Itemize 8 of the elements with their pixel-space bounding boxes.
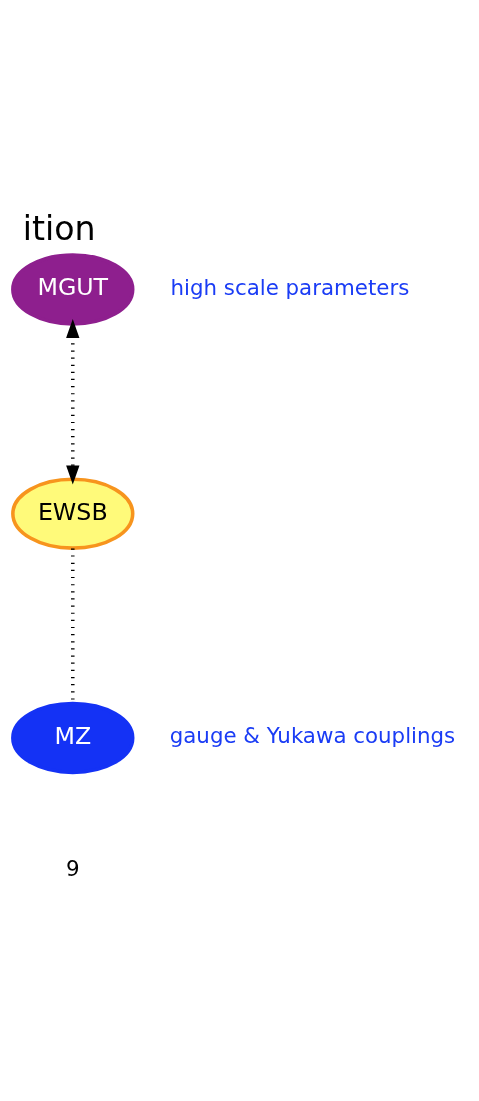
label: 9 [65, 856, 80, 882]
diagram-title: ition [22, 209, 96, 249]
node-ellipse: MZ [11, 701, 135, 775]
arrow [66, 318, 80, 485]
node-label: high scale parameters [170, 274, 410, 300]
node-ellipse: MGUT [11, 253, 135, 326]
node-ellipse: EWSB [11, 477, 135, 550]
node-label: gauge & Yukawa couplings [169, 723, 456, 749]
